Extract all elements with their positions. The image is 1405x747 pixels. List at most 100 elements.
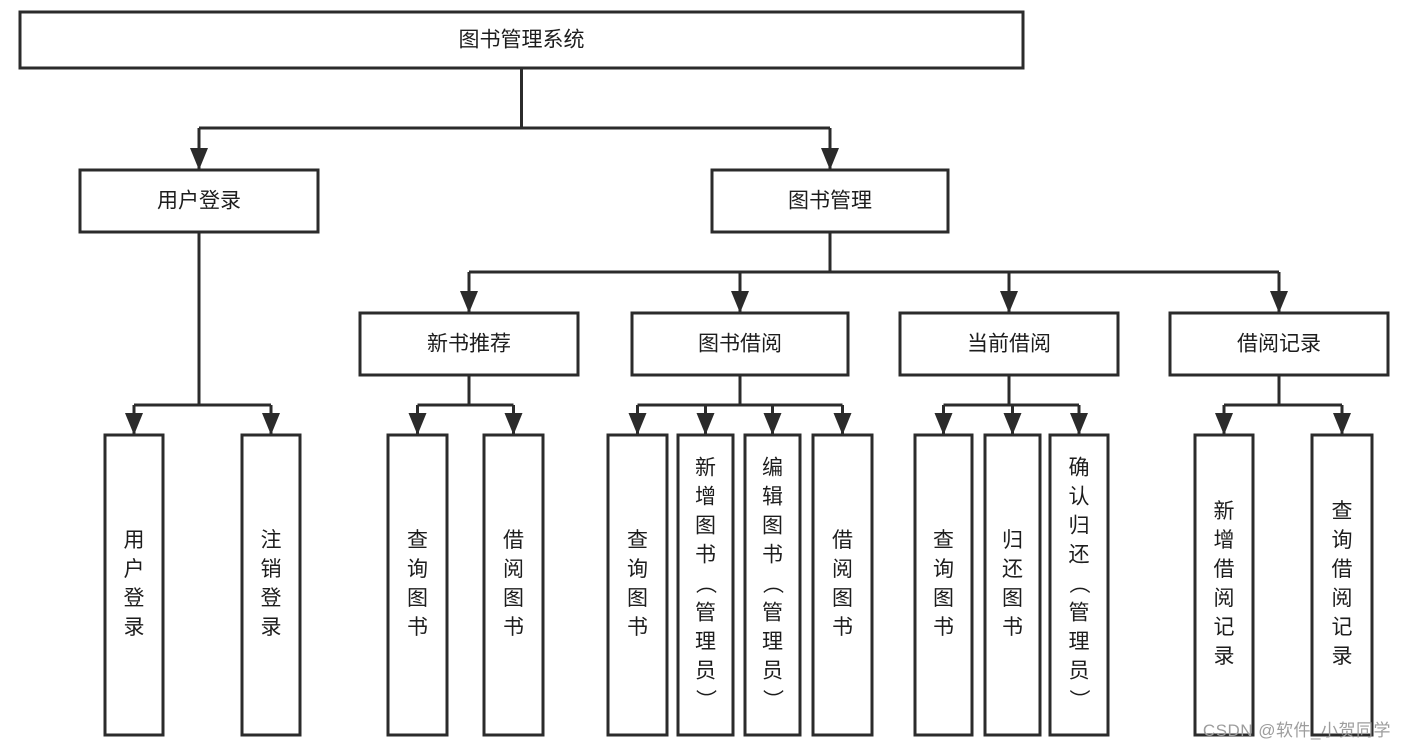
- node-label-char: 借: [503, 529, 524, 552]
- node-label-char: 员: [1069, 660, 1090, 683]
- node-label-char: （: [1067, 573, 1090, 594]
- node-label-char: 借: [1214, 558, 1235, 581]
- arrow-head-icon: [696, 413, 715, 435]
- node-label-char: 图: [627, 587, 648, 610]
- node-box: [913, 433, 974, 737]
- node-box: [630, 311, 850, 377]
- node-level2-1[interactable]: 图书管理: [710, 168, 950, 234]
- arrow-head-icon: [460, 291, 478, 313]
- connector-layer: [125, 68, 1351, 435]
- node-label-char: 登: [124, 587, 145, 610]
- arrow-head-icon: [1215, 413, 1233, 435]
- node-label-char: 图: [933, 587, 954, 610]
- node-label-char: 编: [762, 457, 783, 480]
- node-box: [103, 433, 165, 737]
- node-label-char: 询: [933, 558, 954, 581]
- node-label-char: 增: [695, 486, 716, 509]
- node-label-char: 还: [1069, 544, 1090, 567]
- node-level2-0[interactable]: 用户登录: [78, 168, 320, 234]
- node-label-char: 理: [762, 631, 783, 654]
- node-label-char: 查: [1332, 500, 1353, 523]
- node-label-char: 销: [261, 558, 282, 581]
- node-box: [1193, 433, 1255, 737]
- node-label-char: 理: [695, 631, 716, 654]
- node-box: [743, 433, 802, 737]
- arrow-head-icon: [1070, 413, 1088, 435]
- arrow-head-icon: [1270, 291, 1288, 313]
- node-label-char: 书: [832, 616, 853, 639]
- node-label-char: 查: [407, 529, 428, 552]
- node-label: 借阅记录: [1237, 333, 1321, 356]
- node-box: [710, 168, 950, 234]
- arrow-head-icon: [731, 291, 749, 313]
- node-label-char: 查: [933, 529, 954, 552]
- node-box: [606, 433, 669, 737]
- node-label-char: 还: [1002, 558, 1023, 581]
- node-box: [983, 433, 1042, 737]
- node-layer: 图书管理系统用户登录图书管理新书推荐图书借阅当前借阅借阅记录用户登录注销登录查询…: [18, 10, 1390, 737]
- node-label-char: 确: [1069, 457, 1090, 480]
- node-label-char: 用: [124, 529, 145, 552]
- node-label-char: 新: [695, 457, 716, 480]
- node-label: 图书借阅: [698, 333, 782, 356]
- arrow-head-icon: [1003, 413, 1022, 435]
- node-label-char: 记: [1214, 616, 1235, 639]
- arrow-head-icon: [408, 413, 427, 435]
- node-level3-2[interactable]: 当前借阅: [898, 311, 1120, 377]
- node-box: [386, 433, 449, 737]
- node-label-char: 书: [627, 616, 648, 639]
- node-label-char: 借: [832, 529, 853, 552]
- arrow-head-icon: [190, 148, 208, 170]
- node-level3-1[interactable]: 图书借阅: [630, 311, 850, 377]
- node-leaf-0[interactable]: 用户登录: [103, 433, 165, 737]
- node-level3-0[interactable]: 新书推荐: [358, 311, 580, 377]
- arrow-head-icon: [1000, 291, 1018, 313]
- node-label-char: 录: [1214, 645, 1235, 668]
- node-box: [482, 433, 545, 737]
- node-root-0[interactable]: 图书管理系统: [18, 10, 1025, 70]
- node-label-char: 图: [762, 515, 783, 538]
- node-label-char: 增: [1214, 529, 1235, 552]
- node-label-char: 员: [762, 660, 783, 683]
- arrow-head-icon: [934, 413, 953, 435]
- node-box: [1310, 433, 1374, 737]
- node-label-char: 录: [261, 616, 282, 639]
- node-label: 用户登录: [157, 190, 241, 213]
- arrow-head-icon: [262, 413, 280, 435]
- node-label-char: 图: [503, 587, 524, 610]
- node-label-char: 查: [627, 529, 648, 552]
- node-box: [811, 433, 874, 737]
- node-label: 图书管理: [788, 190, 872, 213]
- node-label-char: 记: [1332, 616, 1353, 639]
- node-label-char: 阅: [1332, 587, 1353, 610]
- arrow-head-icon: [763, 413, 782, 435]
- node-label-char: 管: [1069, 602, 1090, 625]
- node-box: [18, 10, 1025, 70]
- node-label-char: 图: [407, 587, 428, 610]
- node-label-char: （: [761, 573, 784, 594]
- node-label-char: 归: [1069, 515, 1090, 538]
- node-label-char: 书: [1002, 616, 1023, 639]
- node-label-char: 询: [407, 558, 428, 581]
- node-box: [240, 433, 302, 737]
- node-label-char: 辑: [762, 486, 783, 509]
- node-label-char: ）: [1067, 689, 1090, 710]
- node-box: [78, 168, 320, 234]
- arrow-head-icon: [504, 413, 523, 435]
- node-level3-3[interactable]: 借阅记录: [1168, 311, 1390, 377]
- node-label: 图书管理系统: [459, 29, 585, 52]
- node-label-char: 新: [1214, 500, 1235, 523]
